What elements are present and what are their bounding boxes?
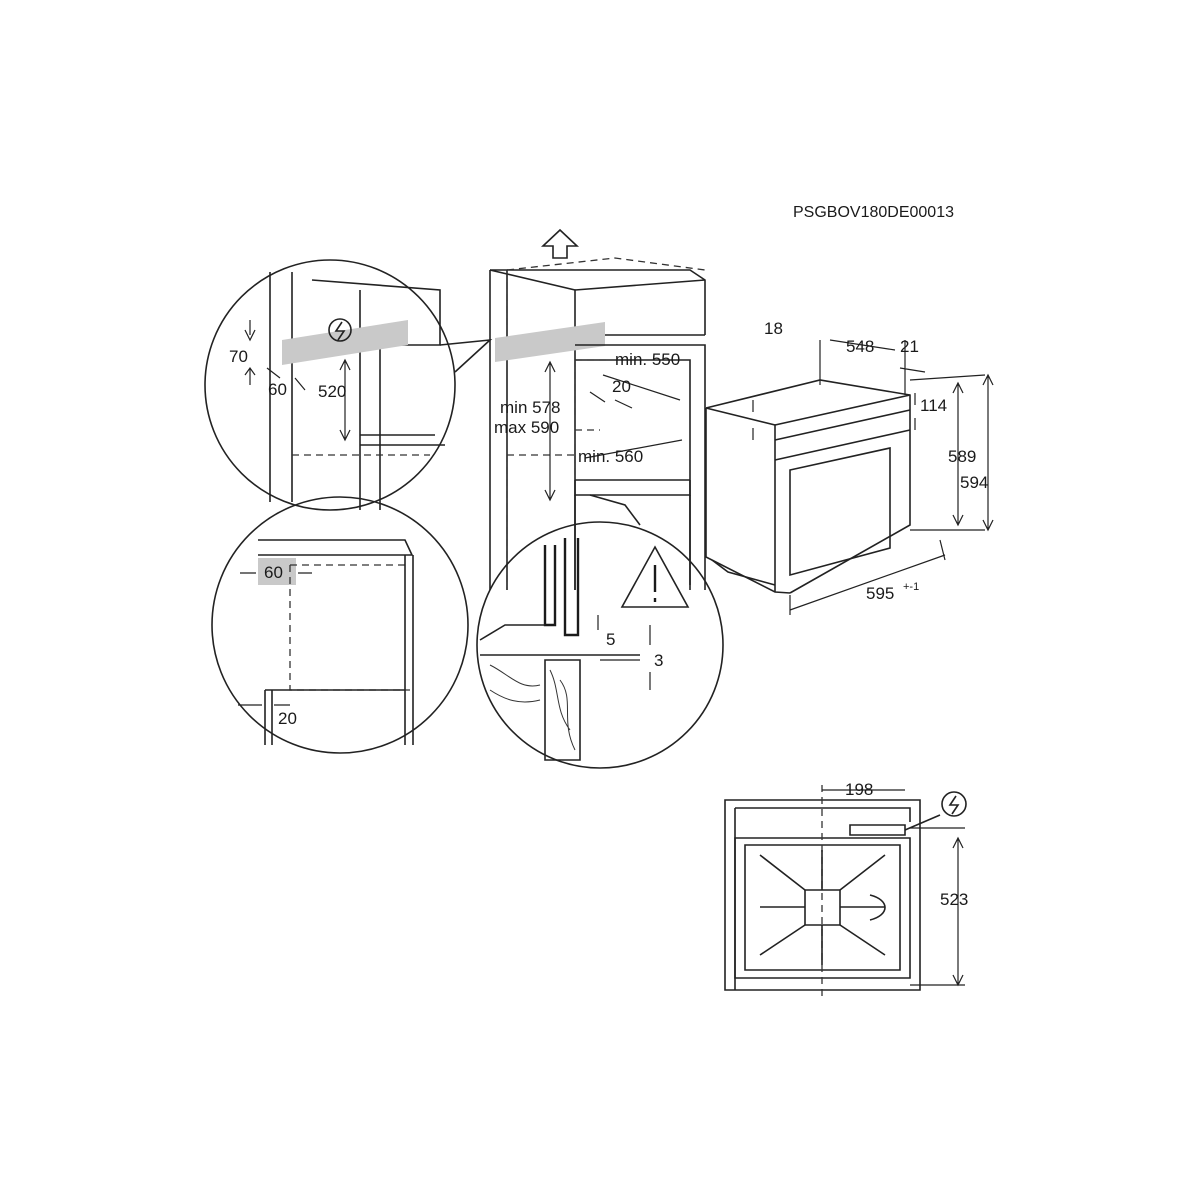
- niche-bottom-dim-a: 60: [264, 563, 283, 582]
- oven-front-height: 594: [960, 473, 988, 492]
- oven-body-height: 589: [948, 447, 976, 466]
- niche-top-dim-c: 520: [318, 382, 346, 401]
- cabinet-height-max: max 590: [494, 418, 559, 437]
- floor-detail: [476, 494, 724, 769]
- oven-drawing: [705, 339, 994, 615]
- floor-dim-a: 5: [606, 630, 615, 649]
- warning-triangle-icon: [620, 545, 690, 608]
- oven-door: 21: [900, 337, 919, 356]
- oven-top-gap-text-visible: 18: [764, 319, 783, 338]
- rear-height: 523: [940, 890, 968, 909]
- niche-detail-bottom: [211, 496, 469, 754]
- cabinet-min-depth: min. 560: [578, 447, 643, 466]
- rear-offset: 198: [845, 780, 873, 799]
- oven-depth: 548: [846, 337, 874, 356]
- oven-width: 595: [866, 584, 894, 603]
- cabinet-drawing: [489, 257, 706, 590]
- up-arrow-icon: [540, 228, 580, 259]
- floor-dim-b: 3: [654, 651, 663, 670]
- document-code: PSGBOV180DE00013: [793, 204, 954, 221]
- oven-panel: 114: [920, 396, 947, 415]
- cabinet-height-min: min 578: [500, 398, 560, 417]
- rear-view-drawing: [724, 785, 965, 1000]
- cabinet-min-width: min. 550: [615, 350, 680, 369]
- cabinet-side-gap: 20: [612, 377, 631, 396]
- electric-connection-icon: [941, 791, 967, 817]
- niche-bottom-dim-b: 20: [278, 709, 297, 728]
- niche-detail-top: [204, 259, 493, 511]
- electric-connection-icon: [328, 318, 352, 342]
- oven-width-tolerance: +-1: [903, 581, 919, 593]
- niche-top-dim-a: 70: [229, 347, 248, 366]
- niche-top-dim-b: 60: [268, 380, 287, 399]
